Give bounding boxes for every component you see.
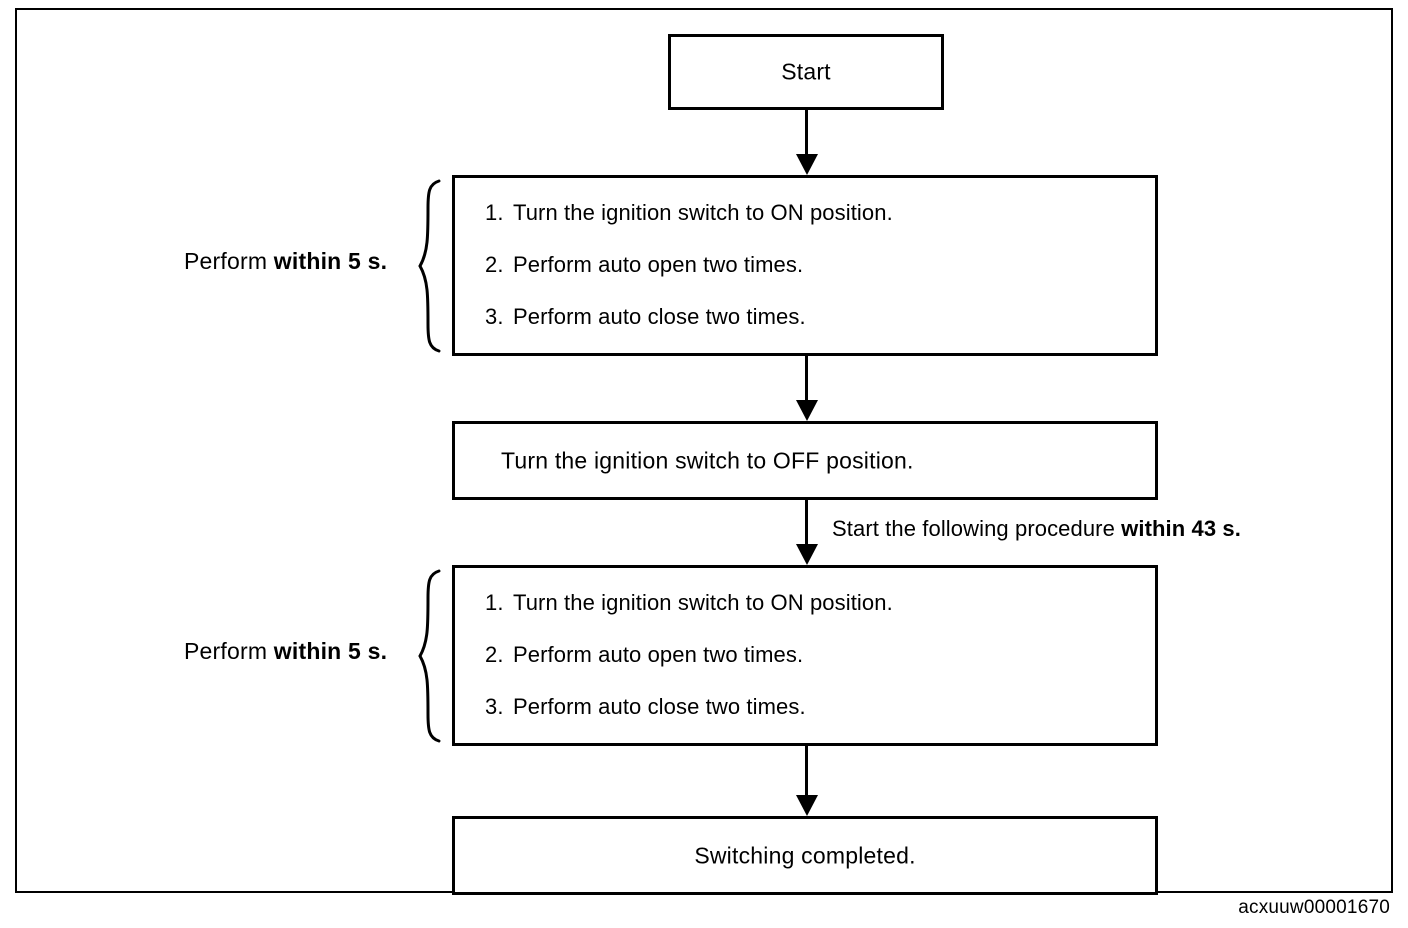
- node-start: Start: [668, 34, 944, 110]
- arrowhead-start-to-procedure1: [796, 154, 818, 175]
- node-procedure1: 1. Turn the ignition switch to ON positi…: [452, 175, 1158, 356]
- step-text: Turn the ignition switch to ON position.: [513, 200, 893, 225]
- connector-procedure2-to-completed: [805, 746, 808, 795]
- annotation-emphasis: within 43 s.: [1121, 516, 1241, 541]
- list-item: 3. Perform auto close two times.: [485, 304, 1143, 330]
- timing-label-procedure1-emphasis: within 5 s.: [273, 248, 388, 274]
- node-completed: Switching completed.: [452, 816, 1158, 895]
- brace-icon-procedure2: [417, 568, 443, 744]
- list-item: 3. Perform auto close two times.: [485, 694, 1143, 720]
- annotation-prefix: Start the following procedure: [832, 516, 1122, 541]
- step-number: 3.: [485, 304, 504, 329]
- node-procedure2: 1. Turn the ignition switch to ON positi…: [452, 565, 1158, 746]
- step-text: Turn the ignition switch to ON position.: [513, 590, 893, 615]
- timing-label-procedure2-prefix: Perform: [184, 638, 274, 664]
- step-number: 2.: [485, 642, 504, 667]
- figure-border: Start Perform within 5 s. 1. Turn the ig…: [15, 8, 1393, 895]
- step-number: 1.: [485, 200, 504, 225]
- list-item: 2. Perform auto open two times.: [485, 252, 1143, 278]
- arrowhead-ignitionoff-to-procedure2: [796, 544, 818, 565]
- step-text: Perform auto close two times.: [513, 304, 806, 329]
- step-text: Perform auto open two times.: [513, 642, 804, 667]
- step-number: 2.: [485, 252, 504, 277]
- procedure1-step-list: 1. Turn the ignition switch to ON positi…: [485, 200, 1143, 330]
- list-item: 2. Perform auto open two times.: [485, 642, 1143, 668]
- connector-procedure1-to-ignitionoff: [805, 356, 808, 400]
- annotation-start-within-43s: Start the following procedure within 43 …: [832, 516, 1241, 542]
- brace-icon-procedure1: [417, 178, 443, 354]
- node-completed-label: Switching completed.: [694, 842, 916, 868]
- node-ignition-off-label: Turn the ignition switch to OFF position…: [501, 447, 914, 473]
- timing-label-procedure1: Perform within 5 s.: [184, 248, 387, 275]
- timing-label-procedure1-prefix: Perform: [184, 248, 274, 274]
- arrowhead-procedure1-to-ignitionoff: [796, 400, 818, 421]
- step-number: 3.: [485, 694, 504, 719]
- node-start-label: Start: [781, 58, 831, 85]
- connector-start-to-procedure1: [805, 110, 808, 154]
- procedure2-step-list: 1. Turn the ignition switch to ON positi…: [485, 590, 1143, 720]
- step-text: Perform auto close two times.: [513, 694, 806, 719]
- arrowhead-procedure2-to-completed: [796, 795, 818, 816]
- step-number: 1.: [485, 590, 504, 615]
- figure-code-caption: acxuuw00001670: [1238, 897, 1390, 918]
- step-text: Perform auto open two times.: [513, 252, 804, 277]
- list-item: 1. Turn the ignition switch to ON positi…: [485, 590, 1143, 616]
- node-ignition-off: Turn the ignition switch to OFF position…: [452, 421, 1158, 500]
- timing-label-procedure2-emphasis: within 5 s.: [273, 638, 388, 664]
- timing-label-procedure2: Perform within 5 s.: [184, 638, 387, 665]
- connector-ignitionoff-to-procedure2: [805, 500, 808, 544]
- list-item: 1. Turn the ignition switch to ON positi…: [485, 200, 1143, 226]
